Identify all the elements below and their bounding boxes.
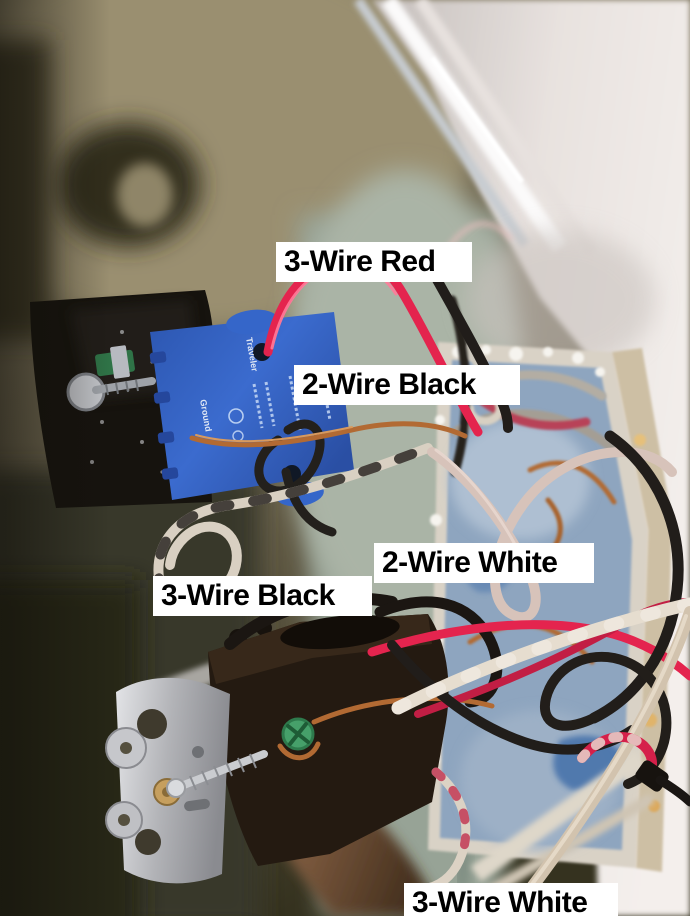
vignette-left bbox=[0, 0, 110, 916]
mount-screw-threads bbox=[189, 753, 257, 791]
dimmer-ribs bbox=[149, 351, 179, 480]
label-2-wire-white: 2-Wire White bbox=[374, 543, 594, 583]
switch-top-shadow bbox=[280, 614, 400, 650]
mount-screw-shaft bbox=[172, 750, 268, 792]
strap-slot bbox=[184, 798, 210, 812]
red-wire-paint-marks bbox=[577, 732, 649, 763]
dimmer-top-tab bbox=[226, 309, 278, 335]
black-wire-device-bottom bbox=[281, 467, 337, 537]
switch-body bbox=[208, 614, 449, 866]
strap-screw-hole bbox=[192, 746, 204, 758]
wall-shading bbox=[465, 230, 655, 370]
white-wire-3wire-highlight bbox=[512, 614, 688, 910]
wall-trim-bright bbox=[381, 0, 567, 253]
ground-copper-wrap bbox=[277, 741, 321, 761]
black-wire-after-tape bbox=[655, 775, 690, 807]
black-wire-big-loop-2 bbox=[539, 651, 672, 789]
strap-hole-bottom bbox=[135, 829, 161, 855]
cert-mark-1 bbox=[228, 408, 244, 424]
copper-wire-across bbox=[189, 421, 468, 448]
wall-trim-shadow bbox=[353, 0, 530, 248]
plastered-white-texture bbox=[391, 597, 690, 715]
toggle-switch bbox=[105, 592, 503, 884]
white-red-pair-marks bbox=[431, 767, 471, 859]
mount-screw-head bbox=[166, 778, 186, 798]
label-2-wire-black: 2-Wire Black bbox=[294, 365, 520, 405]
label-3-wire-black: 3-Wire Black bbox=[153, 576, 372, 616]
black-loop-device bbox=[254, 419, 325, 496]
dimmer-body bbox=[150, 312, 354, 500]
strap-ear-hole-top bbox=[120, 742, 132, 754]
ground-screw-slots bbox=[286, 722, 310, 746]
black-wire-big-loop bbox=[588, 430, 684, 724]
wall-trim-mid bbox=[415, 0, 597, 256]
label-3-wire-white: 3-Wire White bbox=[404, 883, 618, 916]
copper-wire-highlight bbox=[195, 426, 353, 443]
strap-ear-hole-bottom bbox=[118, 814, 130, 826]
white-wire-black-marks bbox=[153, 443, 433, 597]
bracket-clip bbox=[110, 345, 130, 379]
wall-pink-scribble bbox=[445, 221, 514, 250]
lower-wires bbox=[367, 430, 690, 916]
strap-hole-top bbox=[137, 709, 167, 739]
doorknob-highlight bbox=[117, 163, 173, 227]
label-3-wire-red: 3-Wire Red bbox=[276, 242, 472, 282]
wall-trim-edge-light bbox=[429, 56, 525, 184]
